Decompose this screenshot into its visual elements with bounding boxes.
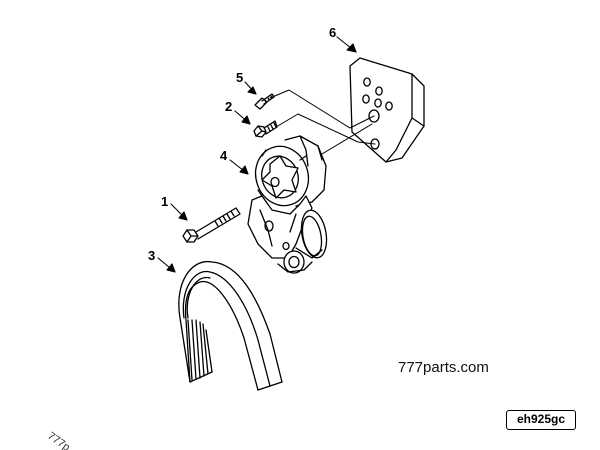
callout-3: 3 — [148, 248, 155, 263]
callout-2: 2 — [225, 99, 232, 114]
callout-6: 6 — [329, 25, 336, 40]
serpentine-belt — [178, 260, 283, 391]
reference-code: eh925gc — [506, 410, 576, 430]
callout-1: 1 — [161, 194, 168, 209]
callout-5: 5 — [236, 70, 243, 85]
mounting-bracket — [349, 57, 425, 163]
screw — [254, 93, 275, 110]
long-bolt — [182, 207, 241, 243]
belt-tensioner — [247, 135, 328, 274]
site-watermark: 777parts.com — [398, 359, 489, 376]
bolt — [253, 120, 278, 138]
callout-4: 4 — [220, 148, 228, 163]
callout-arrows — [157, 36, 357, 273]
